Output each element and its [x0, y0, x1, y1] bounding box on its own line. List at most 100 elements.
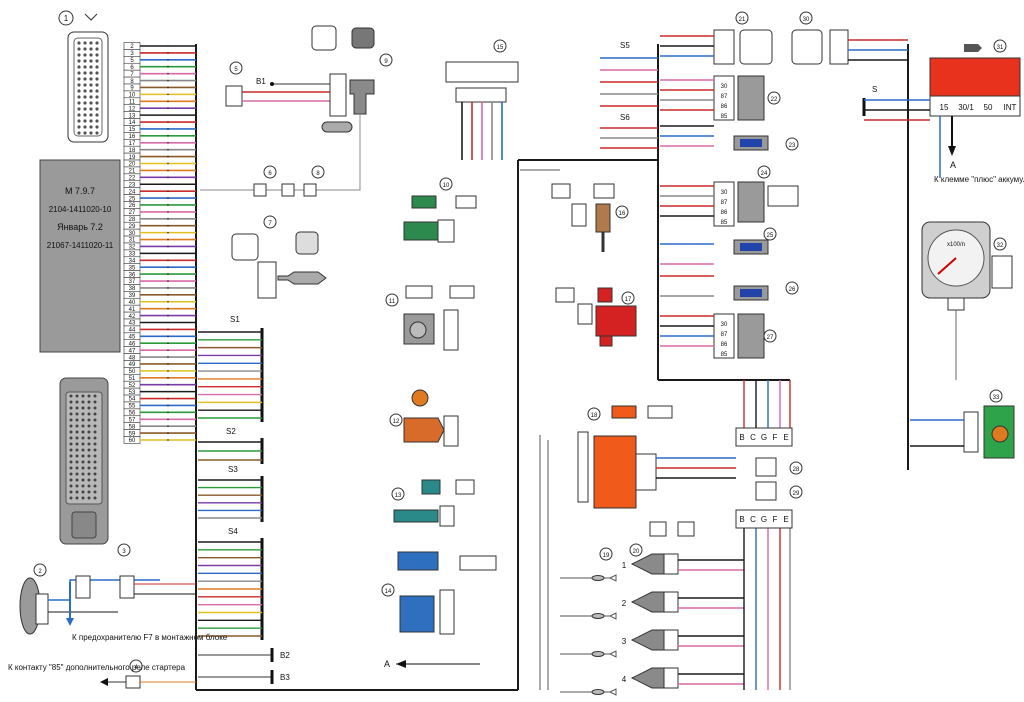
ecu-pin: 38 [129, 286, 136, 292]
ecu-wires [140, 45, 196, 441]
svg-text:23: 23 [789, 143, 796, 149]
ecu-pin-column: 2356789101112131415161718192021222324252… [123, 42, 141, 444]
relay-pin-label: 85 [721, 220, 728, 226]
ecu-pin: 16 [129, 134, 136, 140]
ecu-pin: 22 [129, 176, 136, 182]
svg-text:13: 13 [395, 493, 402, 499]
ecu-pin: 40 [129, 300, 136, 306]
ecu-pin: 36 [129, 272, 136, 278]
injector-connector [663, 629, 679, 651]
relay-pin-label: 86 [721, 210, 728, 216]
component-12: 12 [389, 389, 459, 447]
component-4: 4 [100, 659, 196, 689]
relay-pin-label: 30 [721, 190, 728, 196]
ecu-pin: 45 [129, 335, 136, 341]
svg-text:16: 16 [619, 211, 626, 217]
ecu-pin: 34 [129, 258, 136, 264]
svg-text:A: A [950, 160, 956, 170]
connector-letter: E [783, 515, 788, 524]
ecu-pin: 60 [129, 438, 136, 444]
ignition-terminal: 50 [984, 103, 993, 112]
svg-text:10: 10 [443, 183, 450, 189]
splice-s6-label: S6 [620, 113, 630, 122]
ecu-pin: 46 [129, 341, 136, 347]
connector-letter: B [739, 433, 744, 442]
splice-s3: S3 [228, 465, 264, 522]
splice-s2: S2 [226, 427, 264, 464]
svg-text:15: 15 [497, 45, 504, 51]
component-24: 24 [713, 165, 799, 227]
relay-pin-label: 87 [721, 200, 728, 206]
splice-s1: S1 [230, 315, 264, 422]
svg-text:8: 8 [316, 171, 320, 177]
injector-number: 2 [622, 599, 627, 608]
component-17-ignition-coil: 17 [555, 287, 637, 347]
injector-body [630, 553, 665, 575]
ecu-pin: 52 [129, 383, 136, 389]
note-battery: К клемме "плюс" аккумуляторной батареи. [934, 175, 1024, 184]
connector-letter: C [750, 515, 756, 524]
injector-number: 3 [622, 637, 627, 646]
ecu-pin: 51 [129, 376, 136, 382]
ecu-pin: 54 [129, 397, 136, 403]
component-14-maf: 14 [381, 551, 497, 635]
component-6-8: 6 8 [200, 110, 361, 197]
component-19-20: 19 20 [599, 521, 695, 561]
arrow-a-bottom: A [384, 659, 480, 669]
component-15-diagnostic-connector: 15 [445, 39, 519, 160]
component-10: 10 [403, 177, 477, 243]
ignition-terminal: 15 [940, 103, 949, 112]
component-32-tachometer: 32 x100/n [921, 221, 1013, 380]
ecu-pin: 30 [129, 231, 136, 237]
ecu-pin: 32 [129, 245, 136, 251]
svg-text:21: 21 [739, 17, 746, 23]
ecu-block: 1 M 7.9.7 2104-1411020-10 Январь 7.2 210… [39, 10, 121, 545]
svg-text:29: 29 [793, 491, 800, 497]
splice-s4-label: S4 [228, 527, 238, 536]
splice-wires [198, 331, 262, 637]
ecu-pin: 29 [129, 224, 136, 230]
ground-b3: B3 [198, 670, 290, 684]
component-33: 33 [963, 389, 1015, 459]
ecu-number: 1 [64, 14, 69, 23]
ecu-part-2: 21067-1411020-11 [47, 241, 114, 250]
connector-letter: G [761, 515, 767, 524]
injector-body [630, 629, 665, 651]
component-11: 11 [385, 285, 475, 351]
svg-text:7: 7 [268, 221, 272, 227]
connector-letter: C [750, 433, 756, 442]
injector-connector [663, 591, 679, 613]
svg-text:26: 26 [789, 287, 796, 293]
ground-b2: B2 [198, 648, 290, 662]
ecu-pin: 48 [129, 355, 136, 361]
ecu-pin: 2 [130, 44, 134, 50]
ecu-pin: 39 [129, 293, 136, 299]
ecu-pin: 31 [129, 238, 136, 244]
splice-s-label: S [872, 85, 877, 94]
ground-b1: B1 [256, 77, 340, 86]
injector-number: 1 [622, 561, 627, 570]
ecu-pin: 25 [129, 196, 136, 202]
ecu-pin: 7 [130, 72, 134, 78]
svg-text:24: 24 [761, 171, 768, 177]
svg-text:2: 2 [38, 569, 42, 575]
injector-connector [663, 553, 679, 575]
ecu-pin: 56 [129, 411, 136, 417]
splice-s3-label: S3 [228, 465, 238, 474]
svg-text:33: 33 [993, 395, 1000, 401]
connector-letter: F [773, 433, 778, 442]
svg-text:30: 30 [803, 17, 810, 23]
component-9-idle-valve: 9 [311, 25, 393, 133]
svg-text:3: 3 [122, 549, 126, 555]
ecu-pin: 20 [129, 162, 136, 168]
svg-text:5: 5 [234, 67, 238, 73]
component-2-fan: 2 [19, 563, 160, 635]
ecu-pin: 33 [129, 252, 136, 258]
ecu-pin: 42 [129, 314, 136, 320]
ecu-pin: 19 [129, 155, 136, 161]
ecu-pin: 50 [129, 369, 136, 375]
